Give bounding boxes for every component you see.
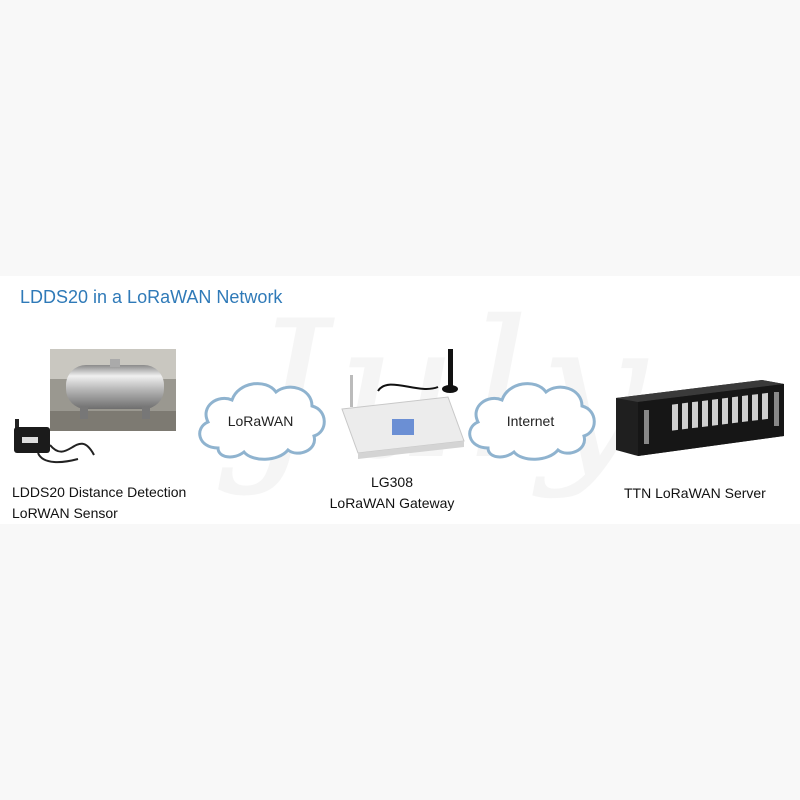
cloud-label-internet: Internet [506, 413, 555, 429]
gateway-caption: LG308 LoRaWAN Gateway [322, 472, 462, 514]
sensor-caption-line2: LoRWAN Sensor [12, 505, 118, 521]
cloud-label-lorawan: LoRaWAN [227, 413, 294, 429]
tank-photo [50, 349, 176, 431]
gateway-caption-line2: LoRaWAN Gateway [329, 495, 455, 511]
lg308-gateway-device [341, 349, 465, 459]
top-background-band [0, 0, 800, 276]
bottom-background-band [0, 524, 800, 800]
ttn-server-rack [616, 380, 784, 456]
lorawan-cloud: LoRaWAN [188, 370, 333, 470]
sensor-caption: LDDS20 Distance Detection LoRWAN Sensor [12, 482, 186, 524]
gateway-caption-line1: LG308 [370, 474, 414, 490]
sensor-caption-line1: LDDS20 Distance Detection [12, 484, 187, 500]
cloud-icon [468, 382, 596, 461]
internet-cloud: Internet [458, 370, 603, 470]
server-caption: TTN LoRaWAN Server [624, 485, 766, 501]
cloud-icon [198, 382, 326, 461]
diagram-title: LDDS20 in a LoRaWAN Network [20, 287, 283, 307]
ldds20-sensor-device [14, 419, 95, 464]
